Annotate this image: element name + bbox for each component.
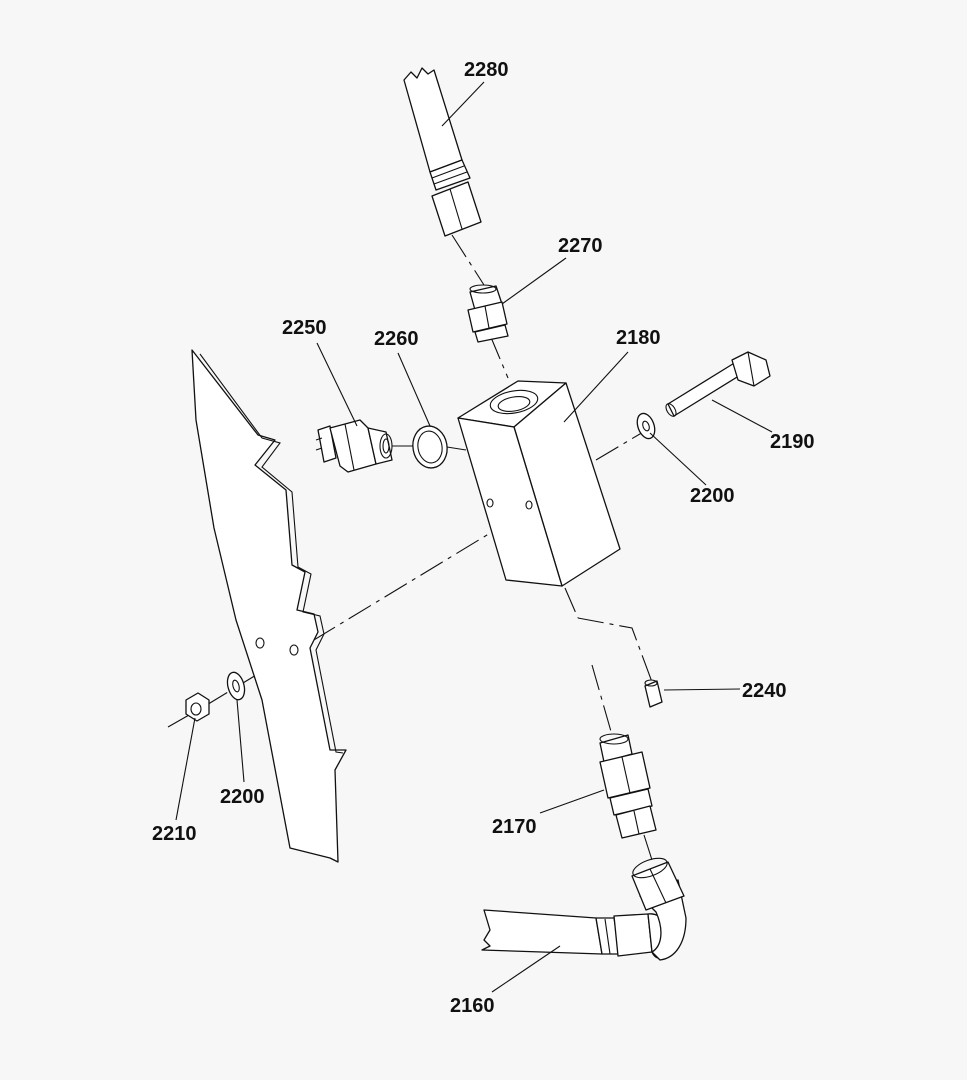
callout-2260: 2260	[374, 328, 419, 350]
hose-2280	[403, 67, 482, 237]
plate-hole-1-icon	[255, 637, 265, 649]
callout-2210: 2210	[152, 823, 197, 845]
callout-2170: 2170	[492, 816, 537, 838]
callout-2240: 2240	[742, 680, 787, 702]
callout-labels: 2280 2270 2250 2260 2180 2190 2200 2240 …	[152, 59, 815, 1017]
fitting-2170	[599, 733, 657, 839]
hose-2160	[481, 857, 687, 961]
oring-2260	[412, 425, 448, 469]
callout-2250: 2250	[282, 317, 327, 339]
leader-lines	[175, 81, 773, 993]
plug-2240	[644, 679, 663, 708]
block-2180	[457, 380, 621, 587]
switch-2250	[315, 419, 393, 473]
washer-2200-right	[636, 412, 656, 440]
callout-2200-left: 2200	[220, 786, 265, 808]
callout-2270: 2270	[558, 235, 603, 257]
callout-2160: 2160	[450, 995, 495, 1017]
washer-2200-left	[226, 671, 246, 701]
callout-2180: 2180	[616, 327, 661, 349]
bracket-plate	[191, 349, 347, 863]
nut-2210	[185, 692, 210, 722]
callout-2280: 2280	[464, 59, 509, 81]
plate-hole-2-icon	[289, 644, 299, 656]
fitting-2270	[467, 284, 509, 343]
callout-2200-right: 2200	[690, 485, 735, 507]
bolt-2190	[665, 351, 771, 417]
callout-2190: 2190	[770, 431, 815, 453]
